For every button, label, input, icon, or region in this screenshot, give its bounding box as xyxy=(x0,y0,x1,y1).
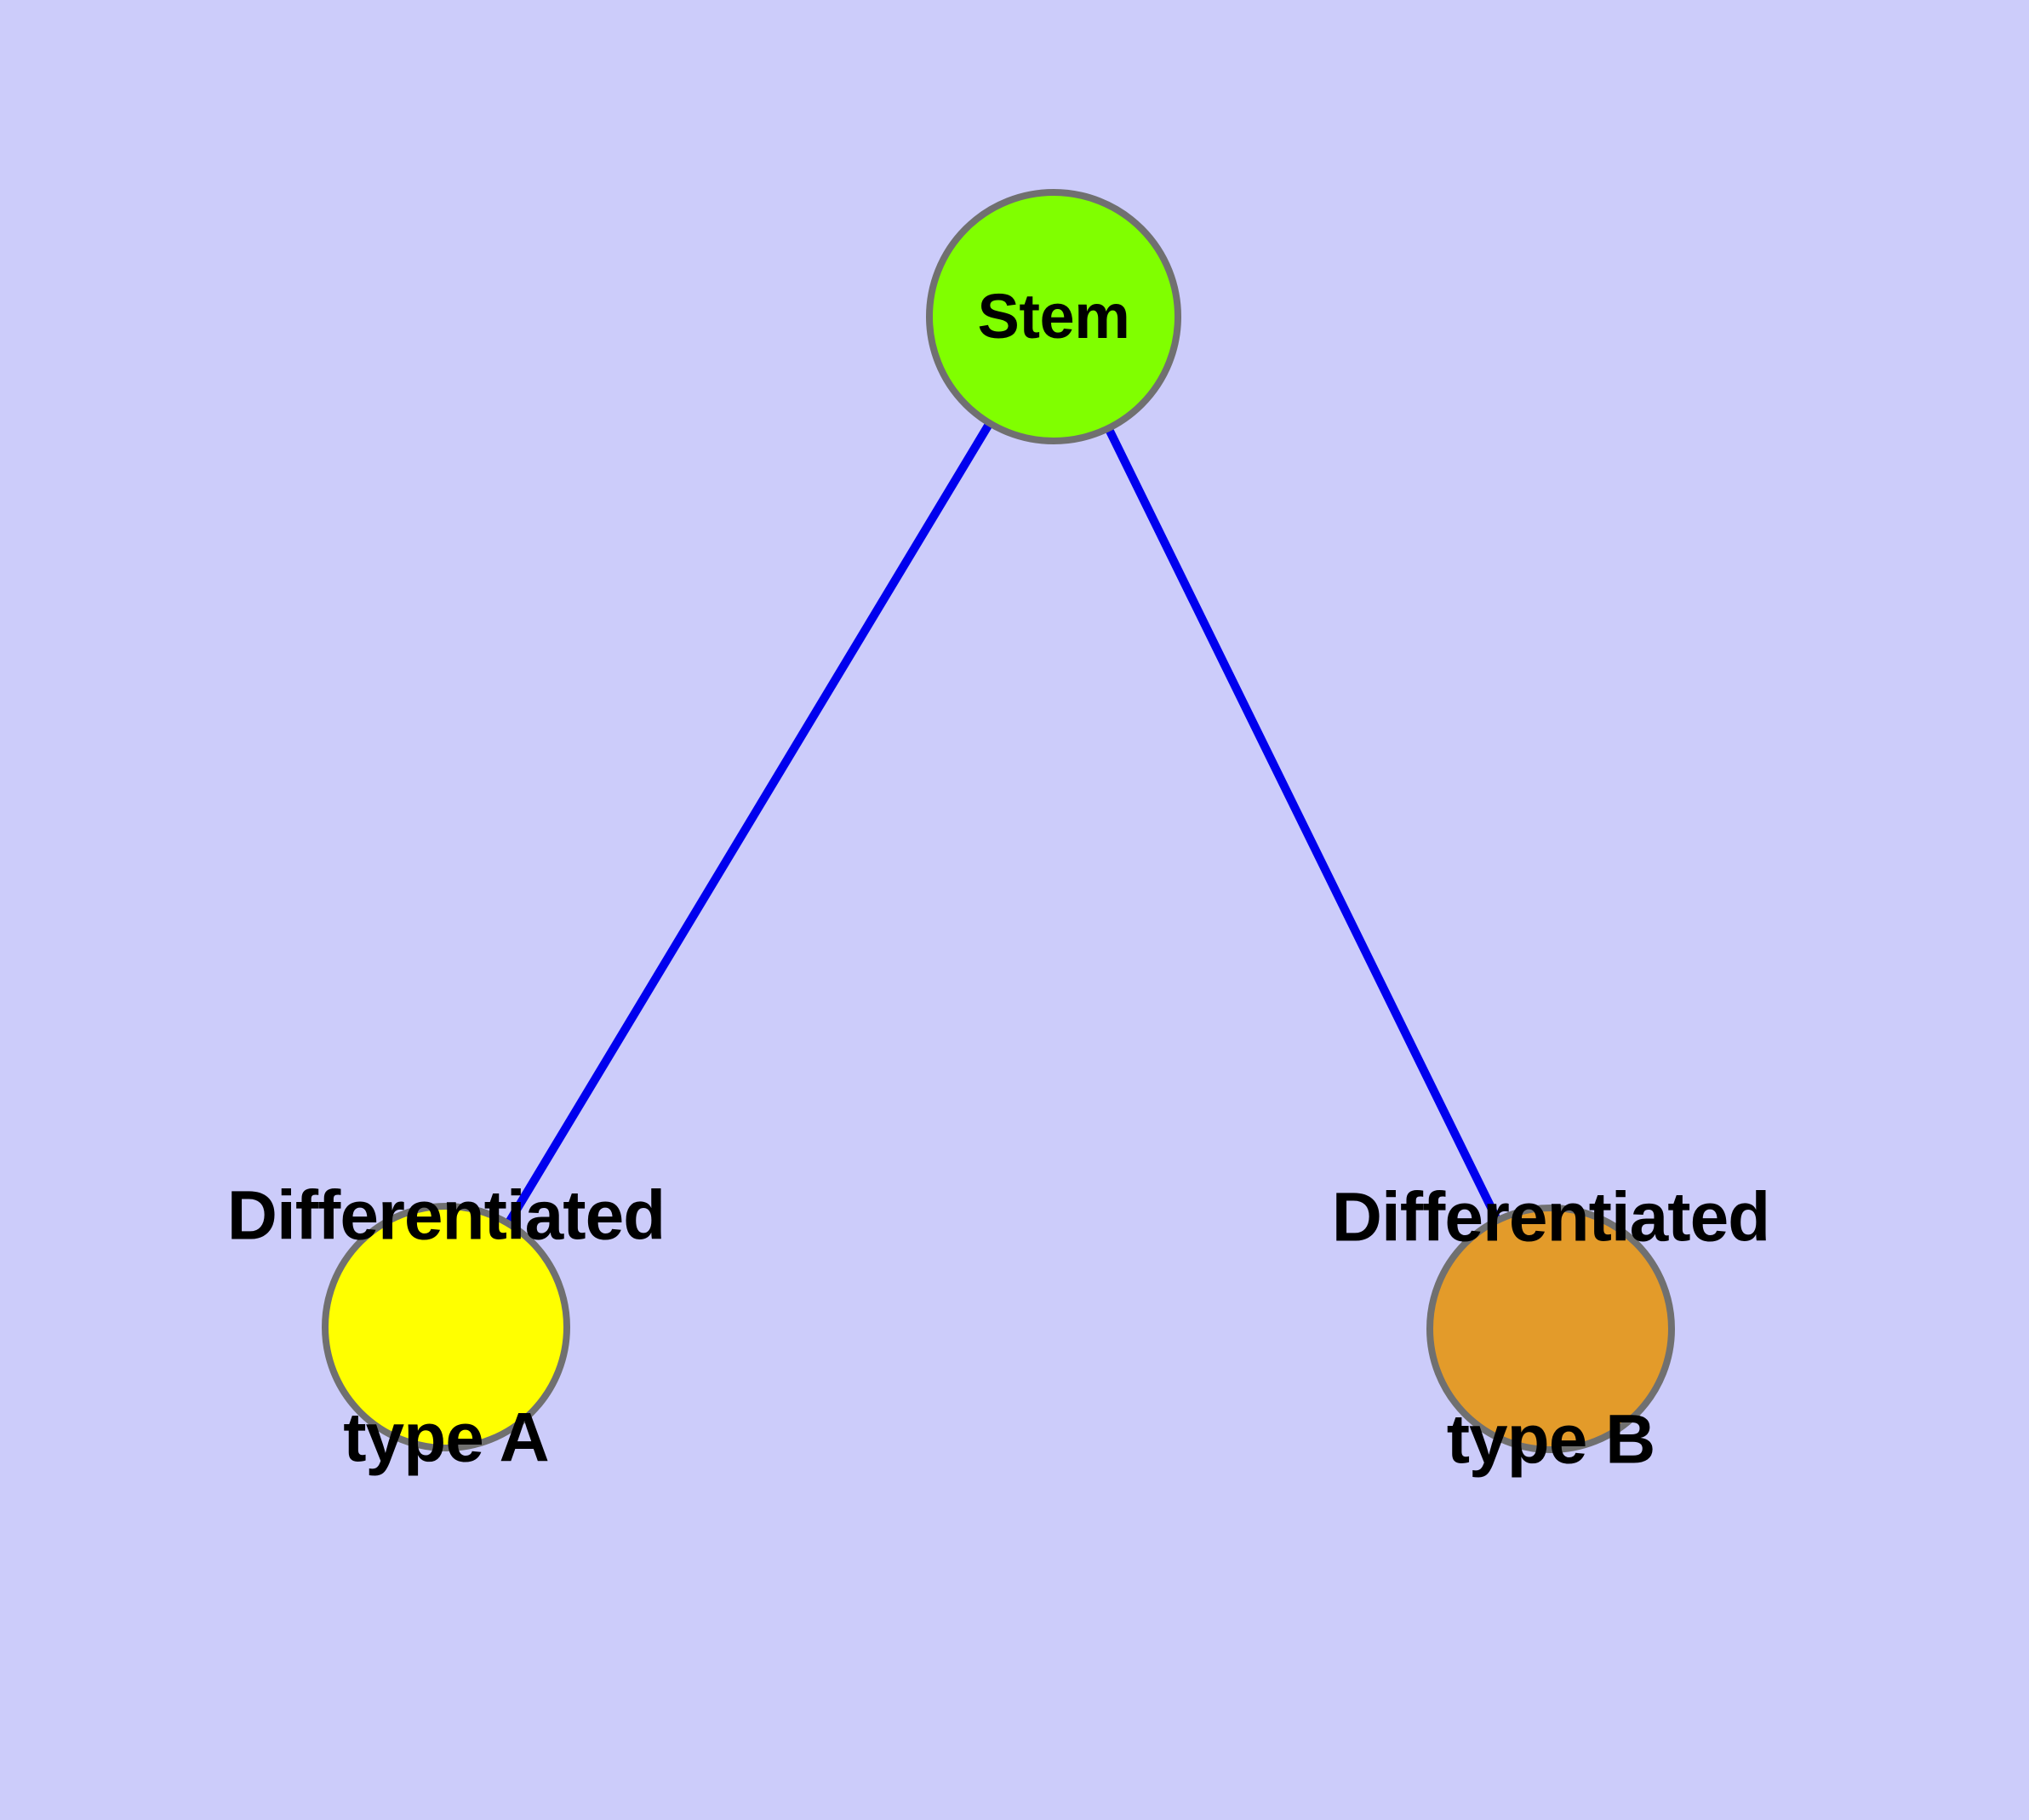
node-circle-differentiated-type-a[interactable] xyxy=(322,1203,570,1451)
nodes-layer xyxy=(322,189,1675,1453)
edge-stem-to-differentiated-type-b[interactable] xyxy=(1105,427,1501,1221)
edge-stem-to-differentiated-type-a[interactable] xyxy=(505,422,992,1225)
edges-layer xyxy=(505,422,1501,1225)
node-circle-stem[interactable] xyxy=(926,189,1181,444)
node-circle-differentiated-type-b[interactable] xyxy=(1426,1205,1675,1453)
